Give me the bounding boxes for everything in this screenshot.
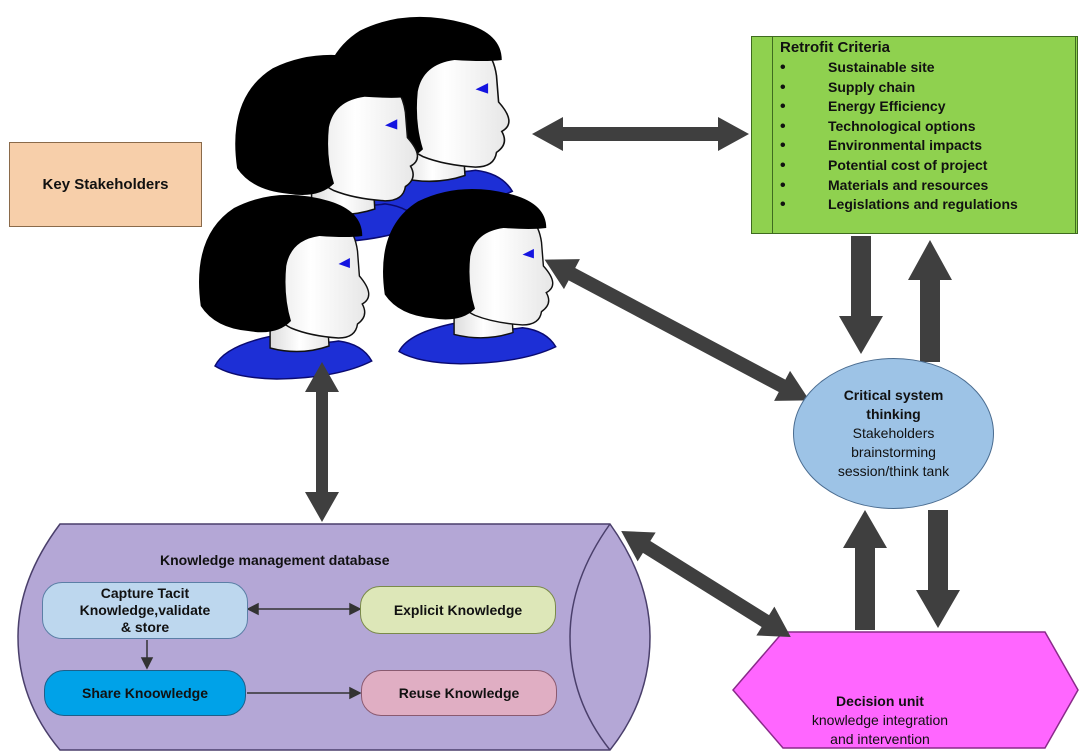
retrofit-criteria-item: Potential cost of project	[780, 156, 1050, 176]
capture-line1: Capture Tacit	[100, 585, 190, 601]
arrow-decision-to-critical	[843, 510, 887, 630]
arrow-critical-to-retrofit	[908, 240, 952, 362]
retrofit-criteria-list: Sustainable site Supply chain Energy Eff…	[780, 58, 1050, 215]
explicit-knowledge-node: Explicit Knowledge	[360, 586, 556, 634]
retrofit-criteria-item: Supply chain	[780, 78, 1050, 98]
capture-line2: Knowledge,validate	[79, 602, 211, 618]
share-knowledge-label: Share Knoowledge	[81, 684, 209, 701]
stakeholder-head-4	[198, 194, 373, 380]
decision-unit-desc-line2: and intervention	[830, 731, 930, 747]
arrow-database-decision	[621, 531, 791, 637]
critical-desc-line1: Stakeholders	[852, 425, 935, 441]
arrow-stakeholders-retrofit	[532, 117, 749, 151]
reuse-knowledge-node: Reuse Knowledge	[361, 670, 557, 716]
explicit-knowledge-label: Explicit Knowledge	[393, 601, 523, 618]
retrofit-criteria-item: Materials and resources	[780, 176, 1050, 196]
arrow-retrofit-to-critical	[839, 236, 883, 354]
arrow-stakeholders-critical	[544, 259, 810, 401]
retrofit-criteria-item: Legislations and regulations	[780, 195, 1050, 215]
arrow-stakeholders-database	[305, 362, 339, 522]
reuse-knowledge-label: Reuse Knowledge	[398, 684, 520, 701]
retrofit-criteria-item: Energy Efficiency	[780, 97, 1050, 117]
retrofit-criteria-title: Retrofit Criteria	[780, 39, 891, 56]
critical-system-thinking-node: Critical system thinking Stakeholders br…	[793, 358, 994, 509]
retrofit-criteria-item: Environmental impacts	[780, 136, 1050, 156]
knowledge-database-title: Knowledge management database	[160, 552, 390, 568]
retrofit-criteria-box: Retrofit Criteria Sustainable site Suppl…	[751, 36, 1078, 234]
key-stakeholders-label: Key Stakeholders	[42, 176, 169, 193]
decision-unit-text: Decision unit knowledge integration and …	[750, 692, 1010, 749]
decision-unit-hexagon	[732, 631, 1079, 749]
decision-unit-desc-line1: knowledge integration	[811, 712, 949, 728]
retrofit-criteria-item: Technological options	[780, 117, 1050, 137]
retrofit-criteria-item: Sustainable site	[780, 58, 1050, 78]
capture-tacit-knowledge-node: Capture Tacit Knowledge,validate & store	[42, 582, 248, 639]
critical-desc-line3: session/think tank	[837, 463, 950, 479]
share-knowledge-node: Share Knoowledge	[44, 670, 246, 716]
critical-desc-line2: brainstorming	[851, 444, 936, 460]
critical-title-line2: thinking	[866, 406, 921, 422]
share-reuse-arrow	[247, 686, 362, 700]
capture-share-arrow	[140, 640, 154, 670]
capture-line3: & store	[120, 619, 170, 635]
key-stakeholders-box: Key Stakeholders	[9, 142, 202, 227]
stakeholder-head-3	[382, 188, 557, 365]
capture-explicit-arrow	[246, 602, 362, 616]
critical-title-line1: Critical system	[843, 387, 944, 403]
decision-unit-title: Decision unit	[836, 693, 924, 709]
arrow-critical-to-decision	[916, 510, 960, 628]
